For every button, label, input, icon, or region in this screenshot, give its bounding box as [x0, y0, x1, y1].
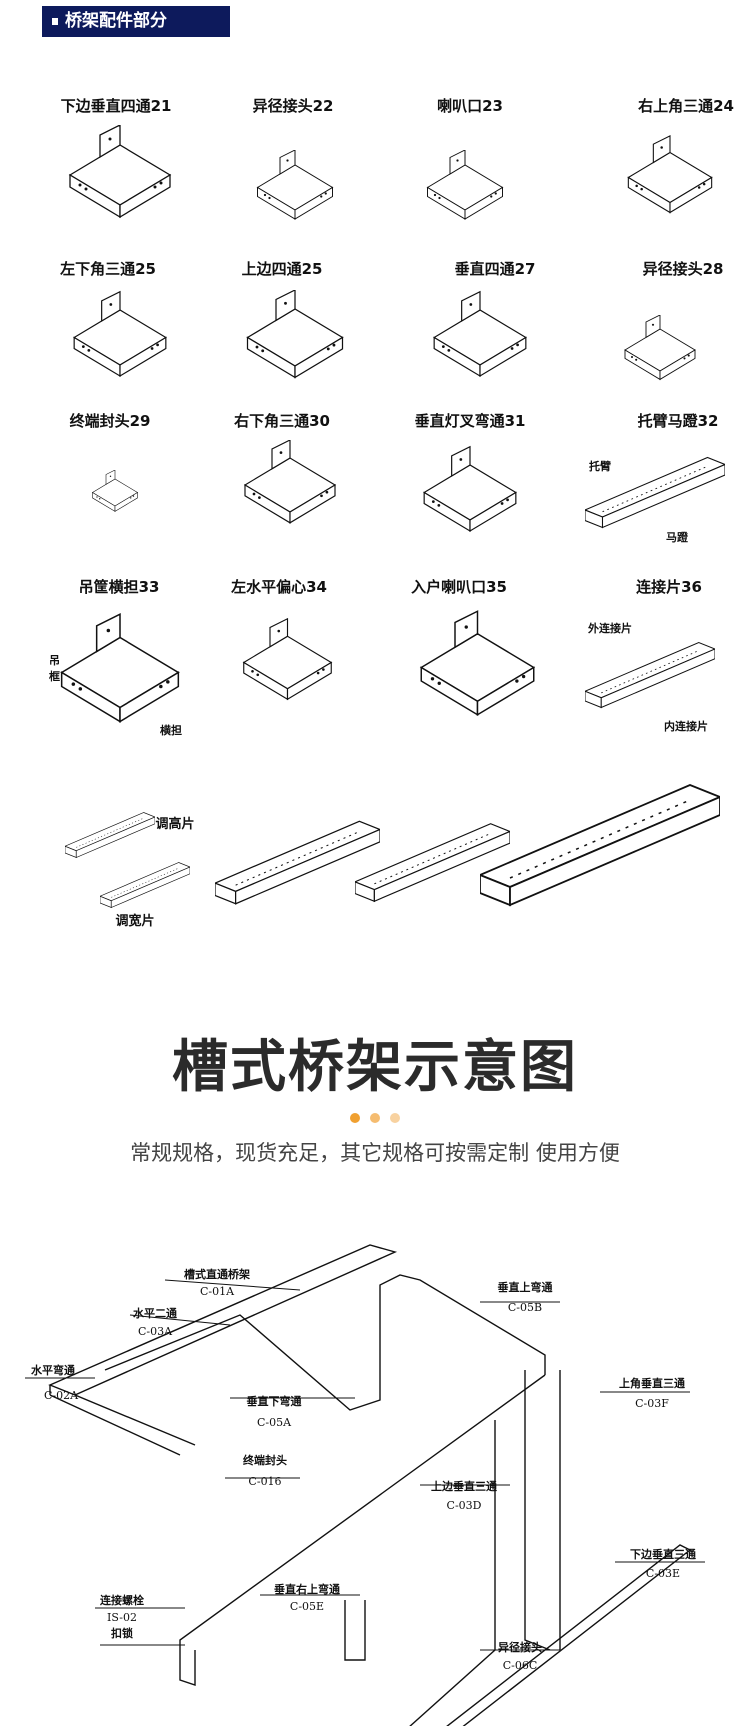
diagram-label: 下边垂直三通 [630, 1548, 696, 1561]
diagram-code: C-01A [199, 1285, 235, 1298]
diagram-code: C-06C [502, 1659, 538, 1672]
diagram-code: C-03E [645, 1567, 681, 1580]
fitting-drawing [85, 470, 145, 515]
diagram-code: C-05B [507, 1301, 543, 1314]
diagram-label: 上边垂直三通 [431, 1480, 497, 1493]
sub-label: 马蹬 [666, 531, 688, 544]
diagram-label: 垂直上弯通 [497, 1281, 553, 1294]
diagram-label: 垂直右上弯通 [274, 1583, 340, 1596]
fitting-drawing [425, 290, 535, 385]
tray-system-diagram [25, 1244, 705, 1726]
fitting-drawing [585, 440, 725, 545]
diagram-code: IS-02 [107, 1611, 137, 1624]
fitting-label: 入户喇叭口35 [411, 578, 507, 596]
diagram-code: C-016 [248, 1475, 282, 1488]
fitting-label: 右上角三通24 [638, 97, 734, 115]
fitting-drawing [420, 150, 510, 225]
fitting-drawing [410, 610, 545, 725]
fitting-drawing [50, 610, 190, 735]
fitting-label: 喇叭口23 [437, 97, 503, 115]
sub-label: 托臂 [589, 460, 611, 473]
dot-icon [390, 1113, 400, 1123]
fitting-drawing [65, 290, 175, 385]
diagram-label: 槽式直通桥架 [184, 1268, 250, 1281]
fitting-label: 右下角三通30 [234, 412, 330, 430]
fitting-label: 异径接头28 [642, 260, 724, 278]
fitting-drawing [620, 130, 720, 225]
fitting-drawing [610, 315, 710, 385]
fitting-drawing [415, 445, 525, 540]
section-subtitle: 常规规格，现货充足，其它规格可按需定制 使用方便 [130, 1141, 620, 1165]
diagram-code: C-05E [289, 1600, 325, 1613]
fitting-drawing [250, 150, 340, 225]
width-adjust-plate-drawing [100, 855, 190, 915]
fitting-drawing [235, 440, 345, 530]
sub-label: 外连接片 [588, 622, 632, 635]
dot-icon [350, 1113, 360, 1123]
fitting-label: 垂直四通27 [454, 260, 536, 278]
sub-label: 内连接片 [664, 720, 708, 733]
diagram-code: C-03D [446, 1499, 482, 1512]
diagram-label: 上角垂直三通 [619, 1377, 685, 1390]
dot-icon [370, 1113, 380, 1123]
sub-label: 调高片 [155, 817, 195, 832]
fitting-drawing [585, 640, 715, 710]
diagram-code: C-03A [137, 1325, 173, 1338]
fitting-drawing [235, 290, 355, 385]
fitting-label: 异径接头22 [252, 97, 334, 115]
diagram-label: 终端封头 [243, 1454, 287, 1467]
fitting-label: 左水平偏心34 [231, 578, 327, 596]
fitting-label: 左下角三通25 [60, 260, 156, 278]
sub-label: 吊框 [49, 654, 60, 683]
fitting-label: 托臂马蹬32 [637, 412, 719, 430]
fitting-drawing [60, 125, 180, 225]
fitting-drawing [235, 605, 340, 720]
section-header-title: 桥架配件部分 [65, 11, 167, 31]
diagram-code: C-05A [256, 1416, 292, 1429]
fitting-label: 垂直灯叉弯通31 [414, 412, 526, 430]
diagram-label: 异径接头 [498, 1641, 542, 1654]
fitting-label: 下边垂直四通21 [60, 97, 172, 115]
fitting-label: 终端封头29 [69, 412, 151, 430]
diagram-code: C-02A [43, 1389, 79, 1402]
fitting-label: 吊筐横担33 [78, 578, 160, 596]
diagram-label: 水平二通 [133, 1307, 177, 1320]
fitting-label: 连接片36 [636, 578, 702, 596]
sub-label: 横担 [160, 724, 182, 737]
decorative-dots [0, 1108, 750, 1127]
sub-label: 调宽片 [115, 914, 155, 929]
section-title: 槽式桥架示意图 [172, 1035, 578, 1100]
section-header: 桥架配件部分 [42, 6, 230, 37]
diagram-label: 扣锁 [111, 1627, 133, 1640]
diagram-label: 垂直下弯通 [246, 1395, 302, 1408]
diagram-label: 连接螺栓 [100, 1594, 144, 1607]
diagram-code: C-03F [635, 1397, 669, 1410]
fitting-label: 上边四通25 [241, 260, 323, 278]
square-bullet-icon [52, 17, 58, 25]
tray-drawing [480, 780, 720, 910]
diagram-label: 水平弯通 [31, 1364, 75, 1377]
